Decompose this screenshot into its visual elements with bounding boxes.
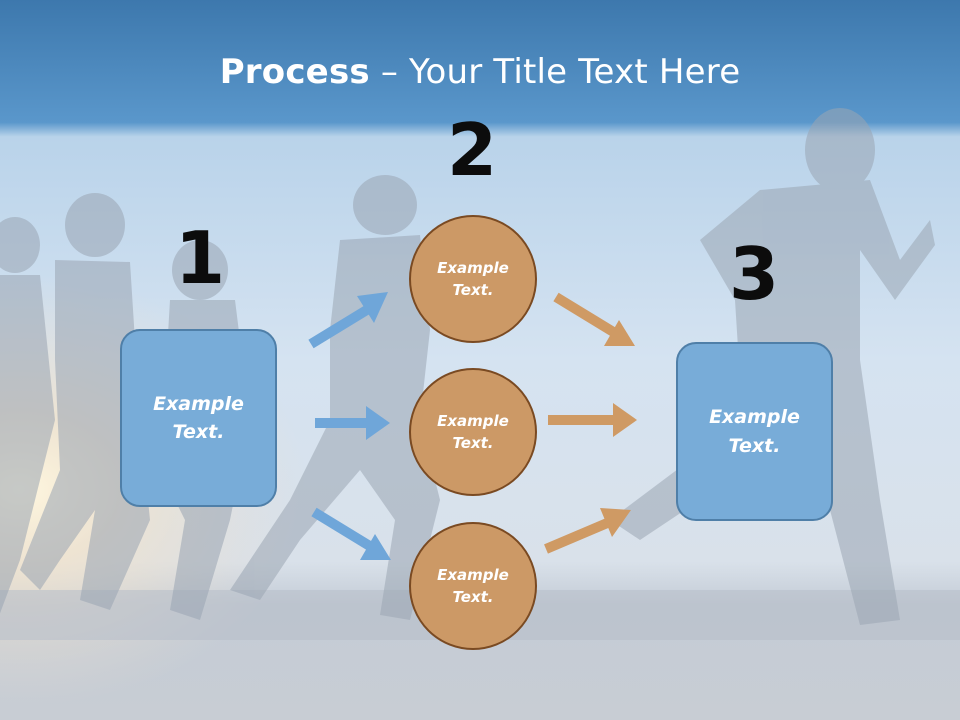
arrow-bottom-to-right-icon xyxy=(544,508,631,554)
step-number-2: 2 xyxy=(446,108,498,192)
arrow-left-to-middle-icon xyxy=(315,406,390,440)
step-1-box[interactable]: Example Text. xyxy=(120,329,277,507)
step-number-3: 3 xyxy=(728,232,780,316)
step-3-label: Example Text. xyxy=(709,406,800,457)
step-2-circle-top[interactable]: Example Text. xyxy=(409,215,537,343)
circle-bottom-label: Example Text. xyxy=(437,565,509,607)
arrow-left-to-top-icon xyxy=(308,292,388,349)
arrow-top-to-right-icon xyxy=(553,292,635,346)
page-title: Process – Your Title Text Here xyxy=(0,52,960,92)
step-2-circle-middle[interactable]: Example Text. xyxy=(409,368,537,496)
step-3-box[interactable]: Example Text. xyxy=(676,342,833,521)
step-1-label: Example Text. xyxy=(153,392,244,444)
title-rest: – Your Title Text Here xyxy=(369,52,741,92)
circle-middle-label: Example Text. xyxy=(437,411,509,453)
circle-top-label: Example Text. xyxy=(437,258,509,300)
step-2-circle-bottom[interactable]: Example Text. xyxy=(409,522,537,650)
step-number-1: 1 xyxy=(174,216,226,300)
arrow-middle-to-right-icon xyxy=(548,403,637,437)
arrow-left-to-bottom-icon xyxy=(311,507,391,560)
title-bold: Process xyxy=(219,52,370,92)
